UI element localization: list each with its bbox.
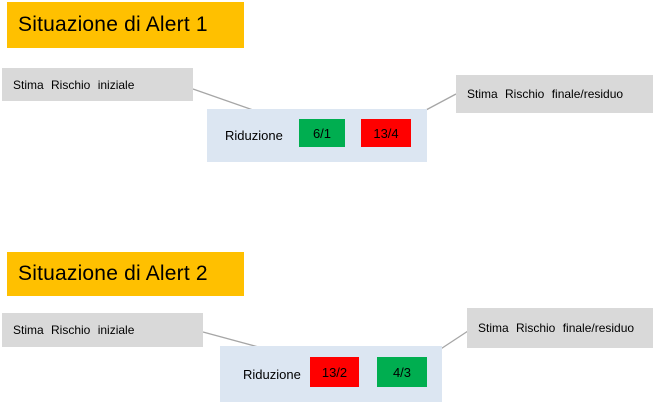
section-title-alert-2: Situazione di Alert 2 — [7, 252, 244, 296]
reduction-panel-alert-2: Riduzione 13/2 4/3 — [220, 346, 442, 402]
final-risk-label-alert-1: Stima Rischio finale/residuo — [456, 75, 653, 113]
initial-risk-label-alert-1: Stima Rischio iniziale — [2, 68, 193, 101]
final-risk-value-alert-1: 13/4 — [361, 119, 411, 147]
initial-risk-value-alert-1: 6/1 — [299, 119, 345, 147]
reduction-panel-alert-1: Riduzione 6/1 13/4 — [207, 109, 427, 162]
initial-risk-value-alert-2: 13/2 — [310, 357, 359, 387]
reduction-label-alert-1: Riduzione — [225, 128, 283, 143]
final-risk-label-alert-2: Stima Rischio finale/residuo — [467, 308, 653, 348]
initial-risk-label-alert-2: Stima Rischio iniziale — [2, 313, 203, 347]
section-title-alert-1: Situazione di Alert 1 — [7, 2, 244, 48]
reduction-label-alert-2: Riduzione — [243, 366, 301, 382]
final-risk-value-alert-2: 4/3 — [377, 357, 427, 387]
